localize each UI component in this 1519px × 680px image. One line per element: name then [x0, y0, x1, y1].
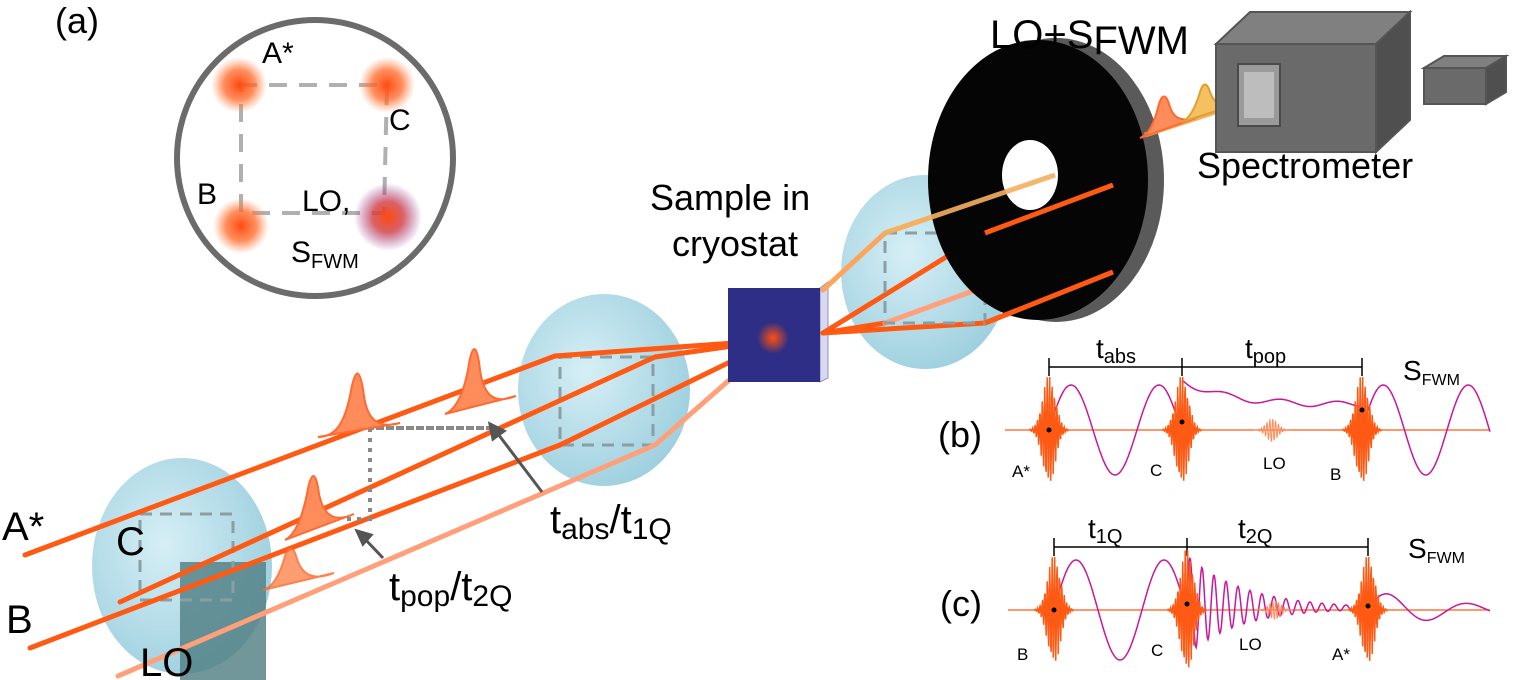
- fwm-signal: [1367, 593, 1491, 622]
- focusing-lens: [518, 294, 690, 486]
- pulse-center-dot: [1051, 607, 1057, 613]
- panel-b-label-lo: LO: [1263, 454, 1286, 473]
- beam-c: [117, 354, 658, 605]
- cryostat: [728, 281, 829, 383]
- panel-b-label-a-star: A*: [1012, 462, 1030, 481]
- spot-lo: [354, 183, 422, 251]
- panel-label-b: (b): [938, 414, 982, 455]
- spot-a-star: [211, 57, 267, 113]
- label-t-abs-1q: tabs/t1Q: [550, 498, 672, 546]
- panel-c-label-a-star: A*: [1332, 645, 1350, 664]
- delay-arrows: [354, 421, 544, 560]
- label-t-pop-2q: tpop/t2Q: [389, 565, 512, 613]
- panel-b-waveform: [1005, 376, 1491, 481]
- pulse-center-dot: [1184, 601, 1190, 607]
- two-quantum-coherence: [1186, 557, 1369, 650]
- pulse-b: [1033, 556, 1075, 661]
- pulse-lo: [1257, 600, 1293, 620]
- fwm-signal: [1361, 384, 1491, 476]
- panel-c-label-b: B: [1017, 645, 1028, 664]
- panel-label-a: (a): [55, 0, 99, 41]
- pulse-center-dot: [1359, 407, 1365, 413]
- panel-b-s-fwm: SFWM: [1403, 355, 1460, 389]
- panel-b-t-abs: tabs: [1096, 333, 1136, 368]
- beam-b: [27, 442, 563, 651]
- beam-label-lo: LO: [140, 641, 193, 680]
- beam-label-a-star: A*: [2, 505, 44, 549]
- spectrometer-label: Spectrometer: [1197, 145, 1413, 186]
- panel-c-t-1q: t1Q: [1088, 513, 1122, 548]
- inset-label-b: B: [197, 178, 217, 211]
- pulse-center-dot: [1179, 419, 1185, 425]
- panel-b-label-c: C: [1150, 461, 1162, 480]
- beam-label-b: B: [6, 598, 33, 642]
- inset-label-lo: LO,: [302, 185, 350, 218]
- beam-label-c: C: [116, 520, 145, 564]
- detected-signal-label: LO+SFWM: [990, 13, 1189, 63]
- pulses: [262, 348, 517, 591]
- panel-c-t-2q: t2Q: [1238, 513, 1272, 548]
- pulse-a-star: [1028, 376, 1070, 481]
- beam-geometry-inset: A* C B LO, SFWM: [174, 17, 456, 299]
- panel-c-label-lo: LO: [1239, 635, 1262, 654]
- panel-c-waveform: [1008, 550, 1491, 668]
- spot-b: [213, 198, 269, 254]
- inset-label-a-star: A*: [262, 37, 294, 70]
- pulse-c: [1166, 550, 1208, 668]
- pulse-c: [1161, 376, 1203, 481]
- pulse-b: [1341, 376, 1383, 481]
- polarization-b: [1053, 559, 1188, 661]
- pulse-center-dot: [1365, 603, 1371, 609]
- panel-label-c: (c): [940, 583, 982, 624]
- inset-label-c: C: [389, 104, 411, 137]
- panel-b-t-pop: tpop: [1245, 333, 1286, 368]
- spectrometer: [1213, 9, 1510, 155]
- sample-label-line2: cryostat: [672, 223, 798, 264]
- panel-b-label-b: B: [1330, 465, 1341, 484]
- spot-c: [359, 57, 415, 113]
- pulse-a-star: [1347, 556, 1389, 661]
- pulse-lo: [1254, 418, 1290, 442]
- panel-c-label-c: C: [1151, 641, 1163, 660]
- inset-label-s: SFWM: [291, 236, 359, 273]
- polarization-a: [1048, 384, 1183, 476]
- pulse-center-dot: [1046, 427, 1052, 433]
- panel-b-timing: [1048, 358, 1363, 376]
- population-decay: [1181, 379, 1363, 409]
- panel-c-s-fwm: SFWM: [1408, 533, 1465, 567]
- sample-label-line1: Sample in: [650, 177, 810, 218]
- beam-lo: [115, 442, 658, 679]
